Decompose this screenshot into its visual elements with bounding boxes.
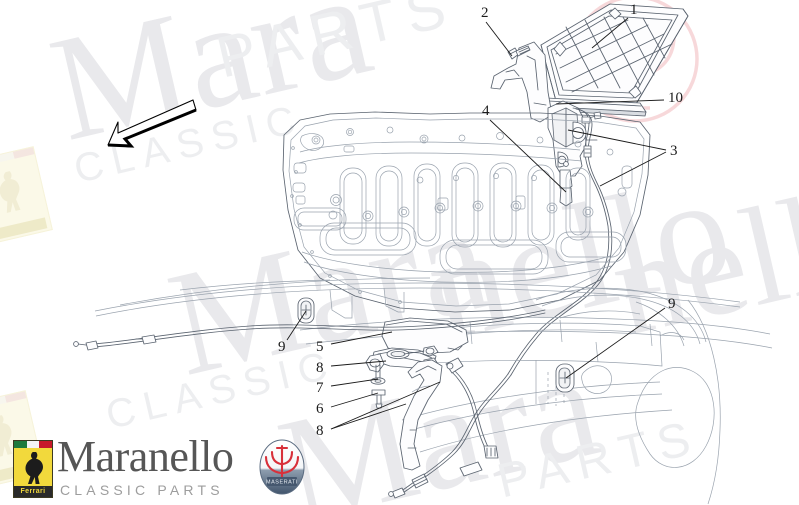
callout-10[interactable]: 10: [668, 90, 683, 106]
maserati-logo: MASERATI: [259, 439, 305, 495]
screw-fastener: [507, 45, 531, 60]
brand-tagline: CLASSIC PARTS: [60, 482, 224, 498]
release-cable-lower-run: [388, 357, 512, 499]
hinge-support-arm: [490, 41, 553, 123]
ferrari-wordmark: Ferrari: [14, 486, 52, 497]
callout-2[interactable]: 2: [481, 5, 489, 21]
footer-branding: Ferrari Maranello CLASSIC PARTS: [0, 435, 799, 505]
callout-6[interactable]: 6: [316, 401, 324, 417]
callout-3[interactable]: 3: [670, 143, 678, 159]
prancing-horse-icon: [25, 452, 43, 484]
hood-inner-panel: [282, 111, 651, 313]
grille-lattice-insert: [540, 3, 689, 105]
release-lever-bracket: [365, 345, 443, 471]
brand-name: Maranello: [57, 432, 234, 481]
italian-flag-band: [14, 441, 53, 448]
callout-9-left[interactable]: 9: [278, 339, 286, 355]
hood-latch-actuator: [547, 100, 602, 207]
callout-8-upper[interactable]: 8: [316, 360, 324, 376]
maserati-wordmark: MASERATI: [266, 480, 298, 486]
release-cable-left-run: [73, 309, 546, 351]
callout-5[interactable]: 5: [316, 339, 324, 355]
callout-9-right[interactable]: 9: [668, 296, 676, 312]
direction-arrow: [107, 99, 197, 148]
leader-lines: [286, 17, 667, 430]
ferrari-logo: Ferrari: [13, 440, 53, 498]
cable-grommet-right: [555, 363, 575, 393]
callout-8-lower[interactable]: 8: [316, 423, 324, 439]
callout-7[interactable]: 7: [316, 380, 324, 396]
callout-1[interactable]: 1: [630, 2, 638, 18]
callout-4[interactable]: 4: [482, 103, 490, 119]
